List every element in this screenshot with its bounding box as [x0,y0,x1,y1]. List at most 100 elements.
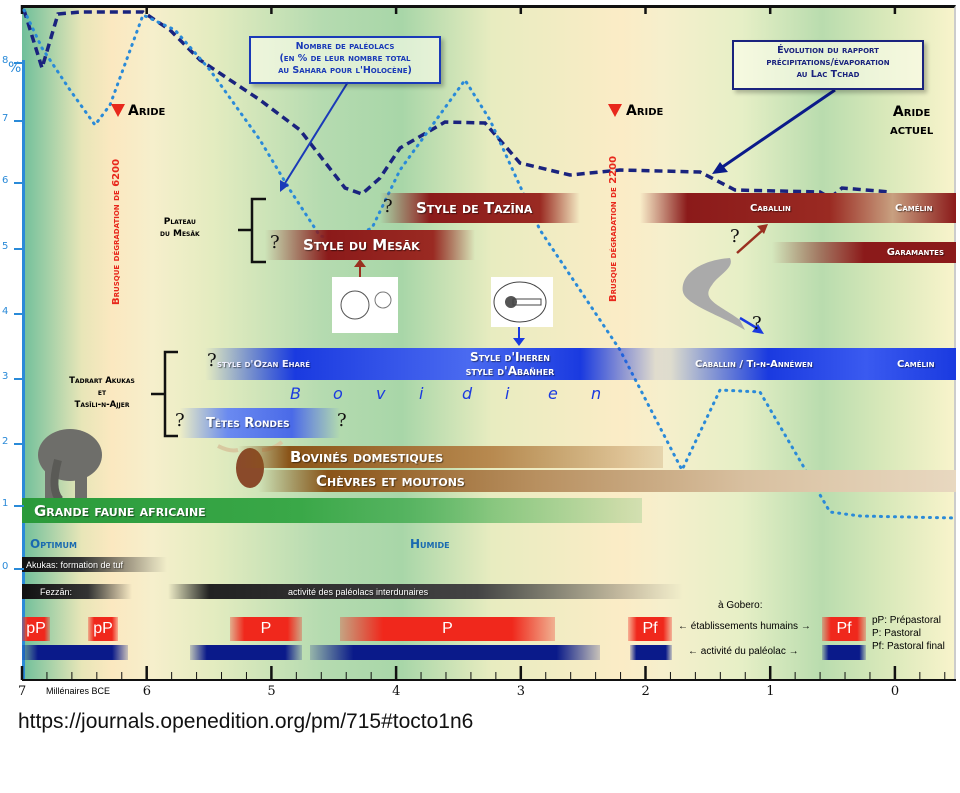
tadrart-line-2: et [97,388,107,398]
tadrart-line-1: Tadrart Akukas [69,376,135,386]
x-tick-label: 0 [890,684,900,699]
gobero-block-Pf: Pf [822,617,866,641]
y-unit: % [8,60,22,76]
camelin-2-label: Camélin [897,358,935,370]
paleolacs-curve [22,8,957,520]
bracket-tadrart [151,350,178,438]
question-mark: ? [270,232,280,253]
aride-icon-1 [111,104,125,117]
tchad-line-2: précipitations/évaporation [766,57,890,68]
mesak-bar: Style du Mesāk [265,230,475,260]
garamantes-label: Garamantes [886,247,944,258]
y-axis-line [22,60,25,680]
x-tick-label: 7 [18,684,27,699]
ozan-label: style d'Ozan Eharé [217,358,311,370]
y-tick-label: 3 [2,371,9,382]
tadrart-style-bar: style d'Ozan Eharé Style d'Iheren style … [205,348,956,380]
garamantes-bar: Garamantes [772,242,956,263]
aride-label-2: Aride [626,103,664,119]
bovidien-letter: i [505,384,510,403]
x-ticks [20,5,946,680]
question-mark: ? [175,410,185,431]
source-url[interactable]: https://journals.openedition.org/pm/715#… [18,710,474,733]
engraving-iheren-image [491,277,553,327]
bovidien-letter: n [591,384,602,403]
bovidien-letter: v [376,384,386,403]
gobero-block-pP: pP [22,617,50,641]
chevres-label: Chèvres et moutons [316,472,465,490]
camelin-label: Camélin [895,202,933,214]
y-tick-label: 5 [2,241,9,252]
y-tick [14,62,24,64]
tchad-arrowhead [712,162,728,174]
gobero-title: à Gobero: [718,600,763,611]
tazina-bar: Style de Tazīna [380,193,580,223]
fezzan-label: Fezzān: [40,586,73,597]
gobero-legend: pP: Prépastoral P: Pastoral Pf: Pastoral… [872,614,945,653]
question-mark: ? [337,410,347,431]
aride-actuel-1: Aride [892,104,931,120]
x-tick-label: 5 [267,684,276,699]
x-tick-label: 1 [766,684,775,699]
aride-label-1: Aride [128,103,166,119]
paleolacs-line-2: (en % de leur nombre total [279,53,411,64]
mesak-label: Style du Mesāk [303,236,420,254]
question-mark: ? [383,196,393,217]
bovidien-letter: B [290,384,301,403]
y-tick [14,378,24,380]
x-tick-label: 6 [142,684,151,699]
degradation-6200-label: Brusque dégradation de 6200 [111,158,122,305]
y-tick-label: 4 [2,306,9,317]
x-axis-title: Millénaires BCE [46,686,111,696]
gobero-lake-block [190,645,302,660]
gobero-lake-label: ← activité du paléolac → [688,646,799,657]
humide-label: Humide [410,537,450,551]
gobero-lake-block [822,645,866,660]
engraving-mesak-image [332,277,398,333]
gobero-lake-block [22,645,128,660]
caballin-label: Caballin [750,202,791,214]
y-tick [14,568,24,570]
y-tick-label: 8 [2,55,9,66]
bovines-label: Bovinés domestiques [290,448,444,466]
mesak-line-2: du Mesāk [160,229,200,239]
y-tick [14,313,24,315]
paleolacs-arrow [281,81,349,189]
y-tick [14,505,24,507]
fezzan-activity-label: activité des paléolacs interdunaires [288,586,429,597]
aride-icon-2 [608,104,622,117]
paleolacs-arrowhead [280,180,289,192]
y-tick [14,182,24,184]
mesak-line-1: Plateau [163,217,196,227]
tetes-rondes-bar: Têtes Rondes [180,408,340,438]
y-tick [14,248,24,250]
gobero-lake-block [310,645,600,660]
question-mark: ? [730,226,740,247]
bovidien-letter: e [548,384,558,403]
x-tick-label: 4 [392,684,401,699]
legend-pastoral: P: Pastoral [872,628,921,639]
gobero-block-P: P [230,617,302,641]
y-tick [14,120,24,122]
x-tick-label: 3 [516,684,526,699]
gobero-block-Pf: Pf [628,617,672,641]
question-mark: ? [752,313,762,334]
aride-actuel-label: Aride actuel [890,103,933,139]
bovidien-letter: i [419,384,424,403]
y-tick-label: 1 [2,498,9,509]
x-tick-label: 2 [641,684,650,699]
tchad-line-1: Évolution du rapport [777,45,879,56]
caballin-arrow [736,227,766,254]
tadrart-line-3: Tasīli-n-Ajjer [74,400,130,410]
aride-actuel-2: actuel [890,122,934,138]
rock-art-horse-image [682,258,745,330]
gobero-human-label: ← établissements humains → [678,621,811,632]
iheren-label: Style d'Iheren [470,350,550,364]
optimum-label: Optimum [30,537,77,551]
tchad-legend-box: Évolution du rapport précipitations/évap… [732,40,924,90]
question-mark: ? [207,350,217,371]
gobero-lake-block [630,645,672,660]
y-tick-label: 0 [2,561,9,572]
region-tadrart: Tadrart Akukas et Tasīli-n-Ajjer [52,375,152,411]
grande-faune-label: Grande faune africaine [34,501,206,520]
